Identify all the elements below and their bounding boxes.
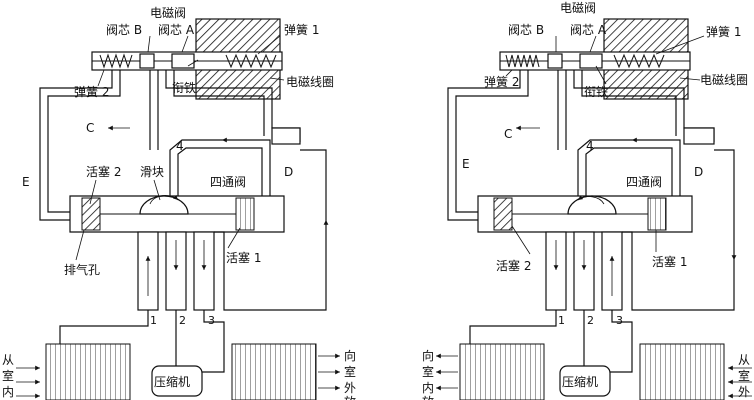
right-spring-2 — [505, 54, 540, 68]
left-label-port-3: 3 — [208, 314, 215, 327]
right-label-port-3: 3 — [616, 314, 623, 327]
right-diagram: 电磁阀 阀芯 B 阀芯 A 弹簧 1 弹簧 2 衔铁 电磁线圈 C D E 4 … — [422, 0, 752, 400]
left-label-from-indoor-2: 内 — [2, 385, 14, 399]
left-indoor-coil — [45, 343, 131, 400]
left-label-to-outdoor-2: 外 — [344, 381, 356, 395]
right-label-spring-2: 弹簧 2 — [484, 74, 519, 89]
left-label-from-indoor-1: 室 — [2, 368, 14, 383]
left-label-four-way-valve: 四通阀 — [210, 175, 246, 189]
right-label-four-way-valve: 四通阀 — [626, 175, 662, 189]
left-label-piston-2: 活塞 2 — [86, 164, 121, 179]
right-spring-1 — [613, 53, 665, 69]
right-label-to-indoor-1: 室 — [422, 364, 434, 379]
left-label-c: C — [86, 121, 94, 135]
right-label-compressor: 压缩机 — [562, 374, 598, 389]
left-label-spring-1: 弹簧 1 — [284, 22, 319, 37]
right-label-armature: 衔铁 — [584, 85, 608, 99]
left-label-valve-core-b: 阀芯 B — [106, 23, 142, 37]
right-label-e: E — [462, 157, 470, 171]
right-label-from-outdoor-0: 从 — [738, 353, 750, 367]
right-compressor — [559, 365, 611, 397]
left-label-armature: 衔铁 — [172, 81, 196, 95]
right-label-c: C — [504, 127, 512, 141]
left-piston-1 — [235, 197, 255, 231]
right-label-coil: 电磁线圈 — [700, 72, 748, 87]
right-indoor-coil — [459, 343, 545, 400]
right-label-spring-1: 弹簧 1 — [706, 24, 741, 39]
left-compressor — [151, 365, 203, 397]
left-label-compressor: 压缩机 — [154, 374, 190, 389]
left-diagram: 电磁阀 阀芯 B 阀芯 A 弹簧 1 弹簧 2 衔铁 电磁线圈 C D E 4 … — [2, 5, 356, 400]
left-label-d: D — [284, 165, 293, 179]
left-label-port-4: 4 — [176, 139, 184, 153]
right-label-from-outdoor-2: 外 — [738, 385, 750, 399]
right-label-port-2: 2 — [587, 314, 594, 327]
left-label-to-outdoor-1: 室 — [344, 364, 356, 379]
left-piston-2 — [81, 197, 101, 231]
left-label-coil: 电磁线圈 — [286, 74, 334, 89]
right-label-piston-1: 活塞 1 — [652, 254, 687, 269]
left-label-e: E — [22, 175, 30, 189]
right-outdoor-coil — [639, 343, 725, 400]
left-outdoor-coil — [231, 343, 317, 400]
left-valve-core-b — [139, 53, 155, 69]
right-label-to-indoor-2: 内 — [422, 381, 434, 395]
right-slider — [567, 195, 617, 215]
left-spring-2 — [99, 53, 133, 69]
left-label-spring-2: 弹簧 2 — [74, 84, 109, 99]
left-valve-core-a — [171, 53, 195, 69]
right-label-valve-core-b: 阀芯 B — [508, 23, 544, 37]
left-label-from-indoor-0: 从 — [2, 353, 14, 367]
left-label-port-2: 2 — [179, 314, 186, 327]
left-label-vent-hole: 排气孔 — [64, 262, 100, 277]
right-label-valve-core-a: 阀芯 A — [570, 23, 607, 37]
left-label-to-outdoor-3: 放 — [344, 394, 356, 400]
right-label-d: D — [694, 165, 703, 179]
right-piston-1 — [647, 197, 667, 231]
right-label-port-1: 1 — [558, 314, 565, 327]
right-label-port-4: 4 — [586, 139, 594, 153]
right-valve-core-a — [579, 53, 603, 69]
left-label-port-1: 1 — [150, 314, 157, 327]
right-label-solenoid-valve: 电磁阀 — [560, 0, 596, 15]
left-label-piston-1: 活塞 1 — [226, 250, 261, 265]
left-spring-1 — [225, 53, 277, 69]
right-valve-core-b — [547, 53, 563, 69]
right-label-to-indoor-3: 放 — [422, 394, 434, 400]
right-label-to-indoor-0: 向 — [422, 348, 434, 363]
left-label-valve-core-a: 阀芯 A — [158, 23, 195, 37]
left-label-solenoid-valve: 电磁阀 — [150, 5, 186, 20]
right-label-piston-2: 活塞 2 — [496, 258, 531, 273]
right-piston-2 — [493, 197, 513, 231]
right-label-from-outdoor-1: 室 — [738, 368, 750, 383]
left-label-slider: 滑块 — [140, 165, 164, 179]
left-label-to-outdoor-0: 向 — [344, 348, 356, 363]
